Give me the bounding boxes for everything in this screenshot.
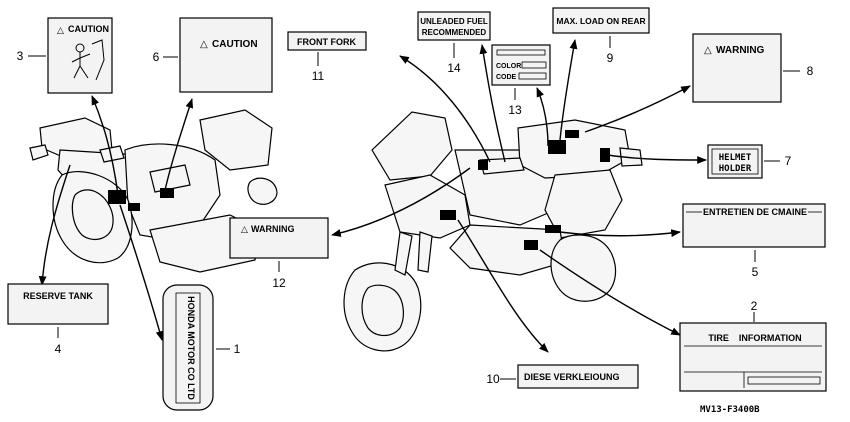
warning-triangle-icon: △ bbox=[704, 45, 712, 56]
label-9-number: 9 bbox=[607, 51, 614, 65]
label-14-plate bbox=[417, 11, 491, 41]
label-7-number: 7 bbox=[785, 154, 792, 168]
motorcycle-front-label-patches bbox=[440, 130, 610, 250]
label-8-number: 8 bbox=[807, 64, 814, 78]
label-1-text: HONDA MOTOR CO LTD bbox=[186, 296, 196, 400]
label-3-number: 3 bbox=[17, 49, 24, 63]
label-13-number: 13 bbox=[508, 103, 522, 117]
label-5-plate bbox=[682, 203, 826, 248]
label-12-warning: △ WARNING 12 bbox=[229, 217, 329, 290]
label-12-number: 12 bbox=[272, 276, 286, 290]
label-8-plate bbox=[692, 33, 782, 103]
label-13-color-code: COLOR CODE 13 bbox=[491, 44, 551, 117]
label-10-diese-verkleioung: DIESE VERKLEIOUNG 10 bbox=[486, 364, 639, 389]
leader-arrows bbox=[38, 39, 707, 353]
label-11-text: FRONT FORK bbox=[297, 37, 356, 47]
label-11-plate bbox=[287, 31, 367, 51]
warning-triangle-icon: △ bbox=[241, 224, 248, 234]
label-4-number: 4 bbox=[55, 342, 62, 356]
label-5-number: 5 bbox=[752, 265, 759, 279]
label-4-plate bbox=[7, 283, 109, 325]
caution-triangle-icon: △ bbox=[57, 25, 64, 35]
label-1-number: 1 bbox=[234, 342, 241, 356]
label-9-max-load: MAX. LOAD ON REAR 9 bbox=[552, 7, 650, 65]
label-10-number: 10 bbox=[486, 372, 500, 386]
person-figure-icon bbox=[71, 39, 105, 81]
label-1-honda-motor: HONDA MOTOR CO LTD 1 bbox=[162, 284, 241, 411]
motorcycle-front-view bbox=[343, 111, 643, 352]
label-9-plate bbox=[552, 7, 650, 34]
label-7-line1: HELMET bbox=[719, 153, 752, 163]
label-6-plate bbox=[179, 17, 273, 93]
label-2-number: 2 bbox=[751, 299, 758, 313]
label-3-caution: △ CAUTION 3 bbox=[17, 17, 113, 94]
label-5-entretien: ENTRETIEN DE CMAINE 5 bbox=[682, 203, 826, 279]
label-13-code: CODE bbox=[496, 74, 517, 81]
label-7-line2: HOLDER bbox=[719, 164, 752, 174]
label-14-line1: UNLEADED FUEL bbox=[420, 17, 488, 26]
caution-triangle-icon: △ bbox=[200, 39, 208, 50]
label-12-plate bbox=[229, 217, 329, 259]
label-7-helmet-holder: HELMET HOLDER 7 bbox=[707, 144, 792, 179]
label-12-text: WARNING bbox=[251, 224, 295, 234]
label-6-number: 6 bbox=[153, 50, 160, 64]
label-10-plate bbox=[517, 364, 639, 389]
label-7-plate bbox=[707, 144, 763, 179]
label-1-plate bbox=[162, 284, 214, 411]
label-3-text: CAUTION bbox=[68, 24, 109, 34]
label-11-number: 11 bbox=[312, 69, 325, 83]
label-8-warning: △ WARNING 8 bbox=[692, 33, 814, 103]
label-14-unleaded-fuel: UNLEADED FUEL RECOMMENDED 14 bbox=[417, 11, 491, 75]
label-5-text: ENTRETIEN DE CMAINE bbox=[703, 207, 807, 217]
motorcycle-rear-label-patches bbox=[108, 188, 174, 211]
label-10-text: DIESE VERKLEIOUNG bbox=[524, 372, 620, 382]
label-13-plate bbox=[491, 44, 551, 86]
label-13-color: COLOR bbox=[496, 63, 521, 70]
label-11-front-fork: FRONT FORK 11 bbox=[287, 31, 367, 83]
label-6-text: CAUTION bbox=[212, 39, 258, 50]
diagram-code: MV13-F3400B bbox=[700, 405, 760, 415]
label-4-text: RESERVE TANK bbox=[23, 291, 93, 301]
label-2-tire-information: 2 TIRE INFORMATION bbox=[679, 299, 827, 392]
label-2-plate bbox=[679, 322, 827, 392]
label-14-line2: RECOMMENDED bbox=[422, 28, 487, 37]
label-6-caution: △ CAUTION 6 bbox=[153, 17, 273, 93]
label-2-text: TIRE INFORMATION bbox=[708, 333, 801, 343]
label-14-number: 14 bbox=[447, 61, 461, 75]
label-9-text: MAX. LOAD ON REAR bbox=[556, 16, 645, 26]
label-8-text: WARNING bbox=[716, 45, 765, 56]
label-4-reserve-tank: RESERVE TANK 4 bbox=[7, 283, 109, 356]
